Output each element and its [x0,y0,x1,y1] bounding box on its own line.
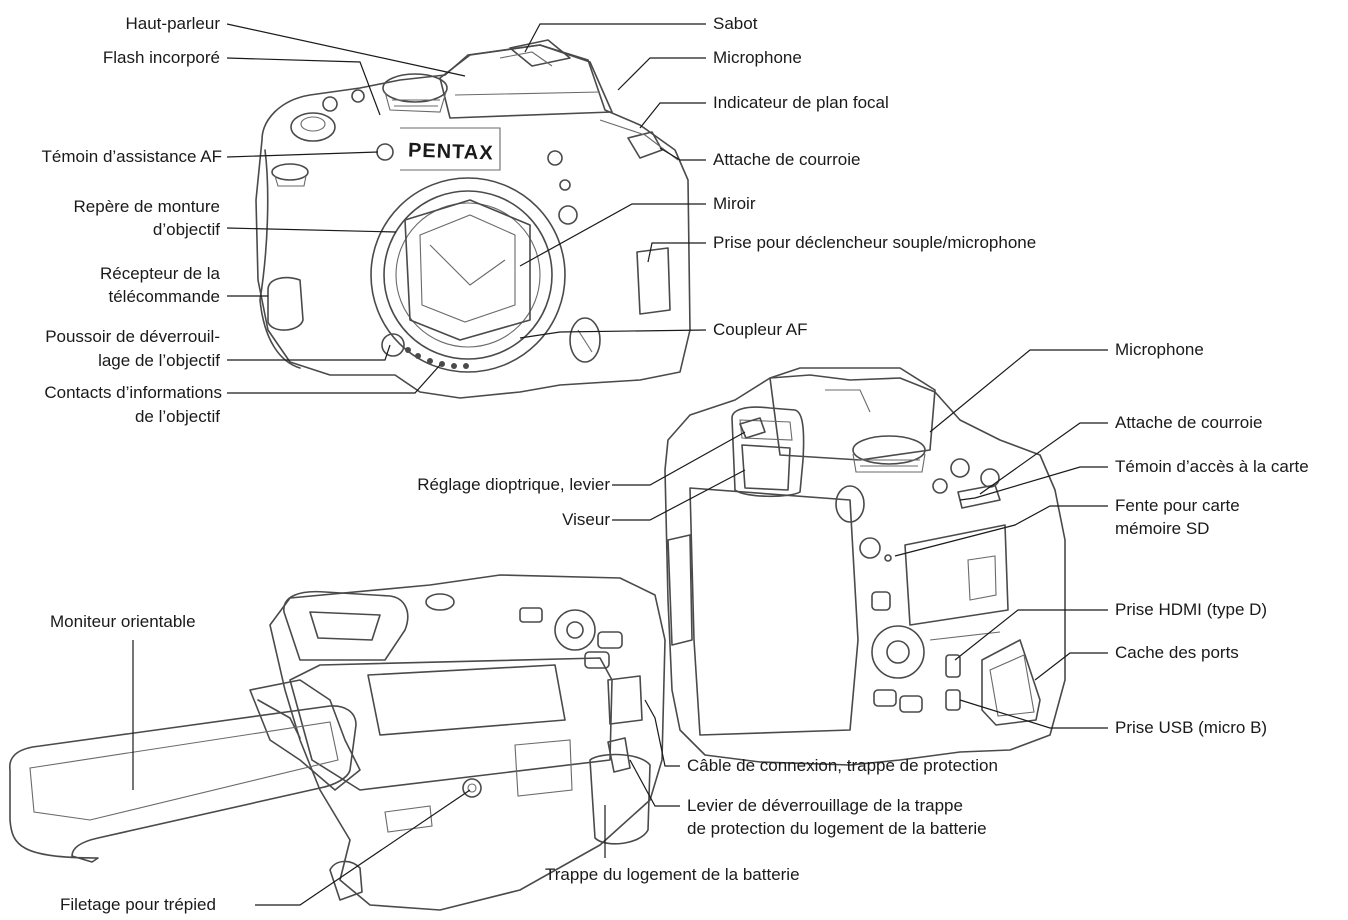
label-temoin-acces-carte: Témoin d’accès à la carte [1115,457,1309,476]
label-attache-courroie-back: Attache de courroie [1115,413,1263,432]
label-indicateur-plan-focal: Indicateur de plan focal [713,93,889,112]
label-contacts-2: de l’objectif [134,407,220,426]
label-cable-connexion: Câble de connexion, trappe de protection [687,756,998,775]
label-microphone-back: Microphone [1115,340,1204,359]
camera-front-illustration [255,39,691,399]
brand-logo: PENTAX [407,139,494,165]
label-moniteur-orientable: Moniteur orientable [50,612,196,631]
label-microphone-front: Microphone [713,48,802,67]
label-filetage-trepied: Filetage pour trépied [60,895,216,914]
label-reglage-dioptrique: Réglage dioptrique, levier [417,475,610,494]
label-temoin-assistance-af: Témoin d’assistance AF [41,147,222,166]
label-coupleur-af: Coupleur AF [713,320,808,339]
leader-lines [132,23,1108,906]
label-poussoir-2: lage de l’objectif [98,351,220,370]
label-recepteur-2: télécommande [108,287,220,306]
label-fente-carte-1: Fente pour carte [1115,496,1240,515]
camera-back-illustration [664,367,1066,766]
label-repere-monture-2: d’objectif [152,220,220,239]
label-cache-ports: Cache des ports [1115,643,1239,662]
label-poussoir-1: Poussoir de déverrouil- [45,327,220,346]
label-miroir: Miroir [713,194,756,213]
label-attache-courroie-front: Attache de courroie [713,150,861,169]
label-viseur: Viseur [562,510,610,529]
label-fente-carte-2: mémoire SD [1115,519,1210,538]
label-haut-parleur: Haut-parleur [125,14,221,33]
label-prise-usb: Prise USB (micro B) [1115,718,1268,737]
label-prise-hdmi: Prise HDMI (type D) [1115,600,1268,619]
label-levier-deverrouillage-1: Levier de déverrouillage de la trappe [687,796,963,815]
label-trappe-batterie: Trappe du logement de la batterie [545,865,800,884]
label-flash-incorpore: Flash incorporé [102,48,220,67]
label-repere-monture-1: Repère de monture [73,197,220,216]
label-contacts-1: Contacts d’informations [44,383,222,402]
lens-contacts-dots [405,347,469,369]
label-sabot: Sabot [713,14,758,33]
label-prise-declencheur: Prise pour déclencheur souple/microphone [713,233,1037,252]
label-recepteur-1: Récepteur de la [99,264,220,283]
camera-bottom-tilt-monitor-illustration [9,574,666,911]
label-levier-deverrouillage-2: de protection du logement de la batterie [687,819,987,838]
